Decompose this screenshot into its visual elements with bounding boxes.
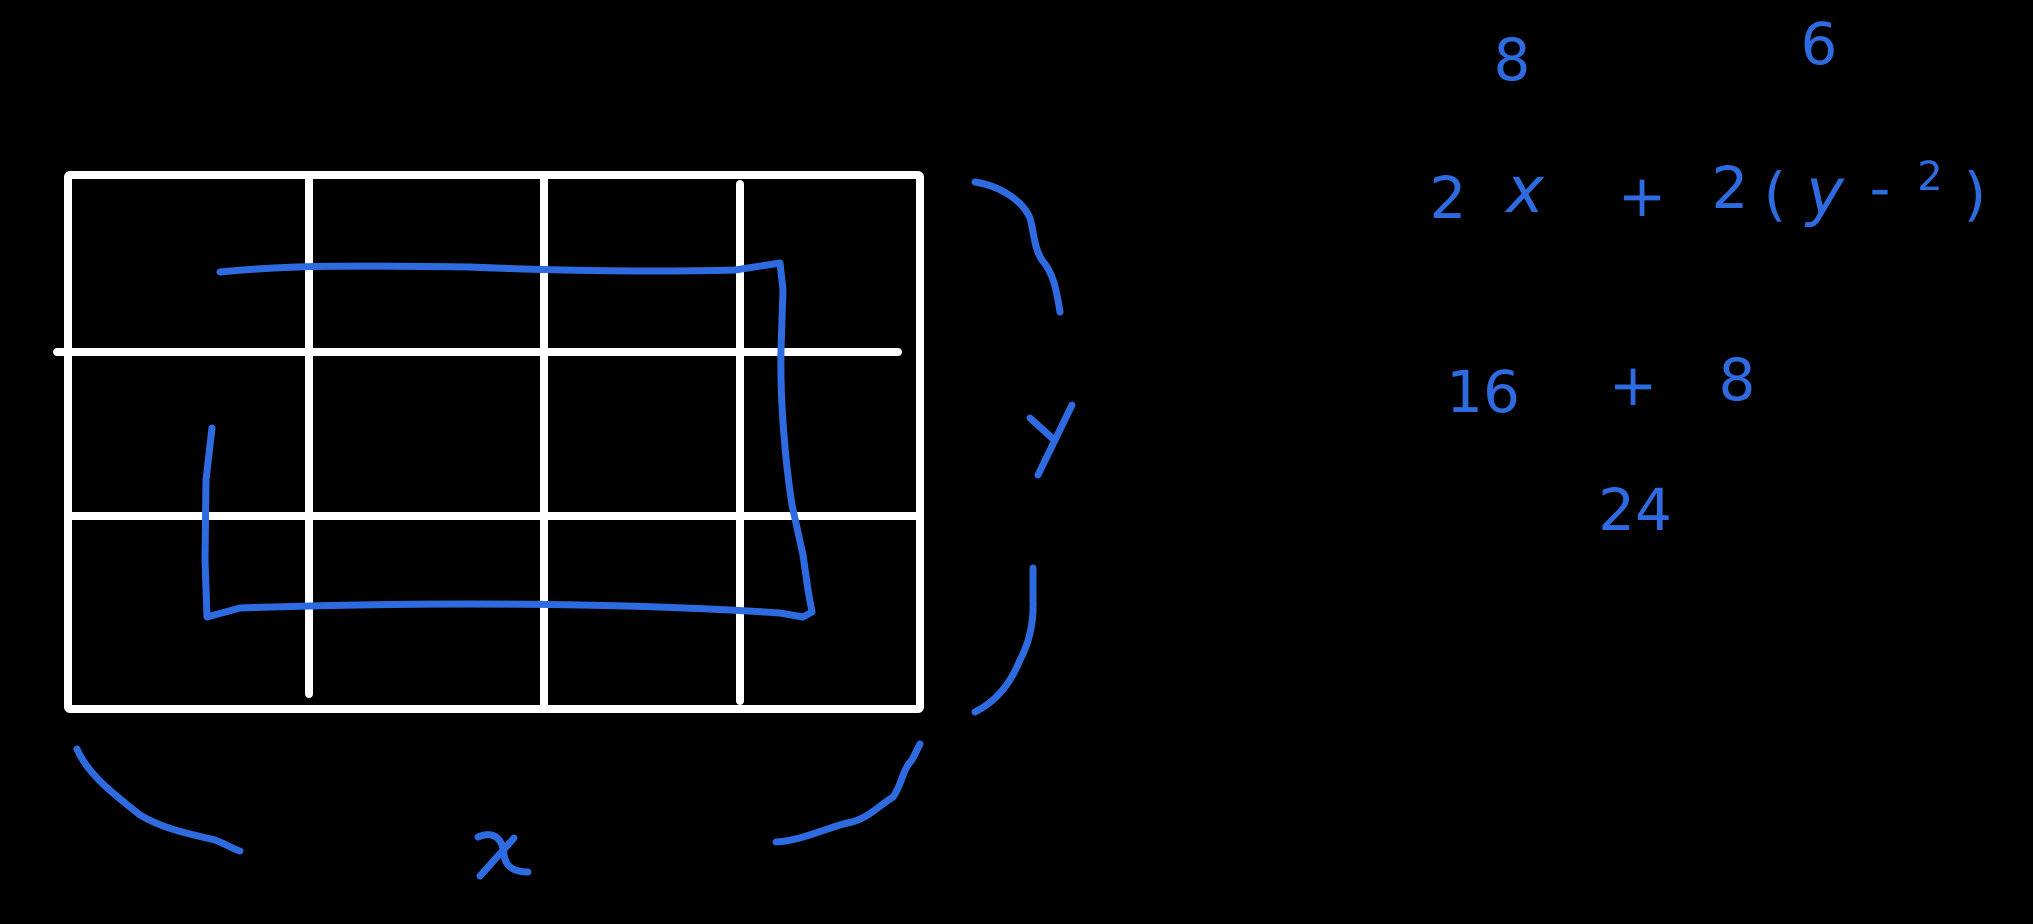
y-label: y bbox=[1029, 412, 1070, 486]
line1-plus: + bbox=[1618, 162, 1667, 230]
line1-coef-y: 2 bbox=[1712, 154, 1749, 222]
y-label-stroke-1 bbox=[1026, 414, 1056, 442]
x-brace-right bbox=[772, 740, 924, 846]
line2-plus: + bbox=[1609, 351, 1658, 419]
line1-var-y: y bbox=[1804, 156, 1845, 230]
work-area: 8 6 2 x + 2 ( y - 2 ) 16 + 8 24 bbox=[1430, 10, 1987, 544]
line3-result: 24 bbox=[1598, 476, 1672, 544]
inner-path-stroke bbox=[201, 259, 816, 621]
line2-right: 8 bbox=[1719, 346, 1756, 414]
x-label-stroke-2 bbox=[476, 834, 518, 880]
blue-annotations bbox=[73, 178, 1076, 880]
grid bbox=[53, 171, 924, 713]
line1-sub: 2 bbox=[1917, 154, 1942, 200]
y-label-stroke-2 bbox=[1034, 401, 1076, 479]
y-brace-top bbox=[971, 178, 1064, 316]
value-above-y: 6 bbox=[1801, 10, 1838, 78]
line1-minus: - bbox=[1870, 154, 1891, 222]
value-above-x: 8 bbox=[1494, 26, 1531, 94]
line1-coef-x: 2 bbox=[1430, 164, 1467, 232]
line1-var-x: x bbox=[1504, 154, 1545, 228]
line1-paren-close: ) bbox=[1964, 160, 1987, 228]
y-brace-bottom bbox=[971, 564, 1037, 716]
grid-outer-rectangle bbox=[64, 171, 924, 713]
line2-left: 16 bbox=[1446, 358, 1520, 426]
x-brace-left bbox=[73, 745, 244, 855]
x-label-stroke-1 bbox=[474, 831, 532, 876]
x-label: x bbox=[483, 818, 524, 892]
line1-paren-open: ( bbox=[1764, 160, 1787, 228]
